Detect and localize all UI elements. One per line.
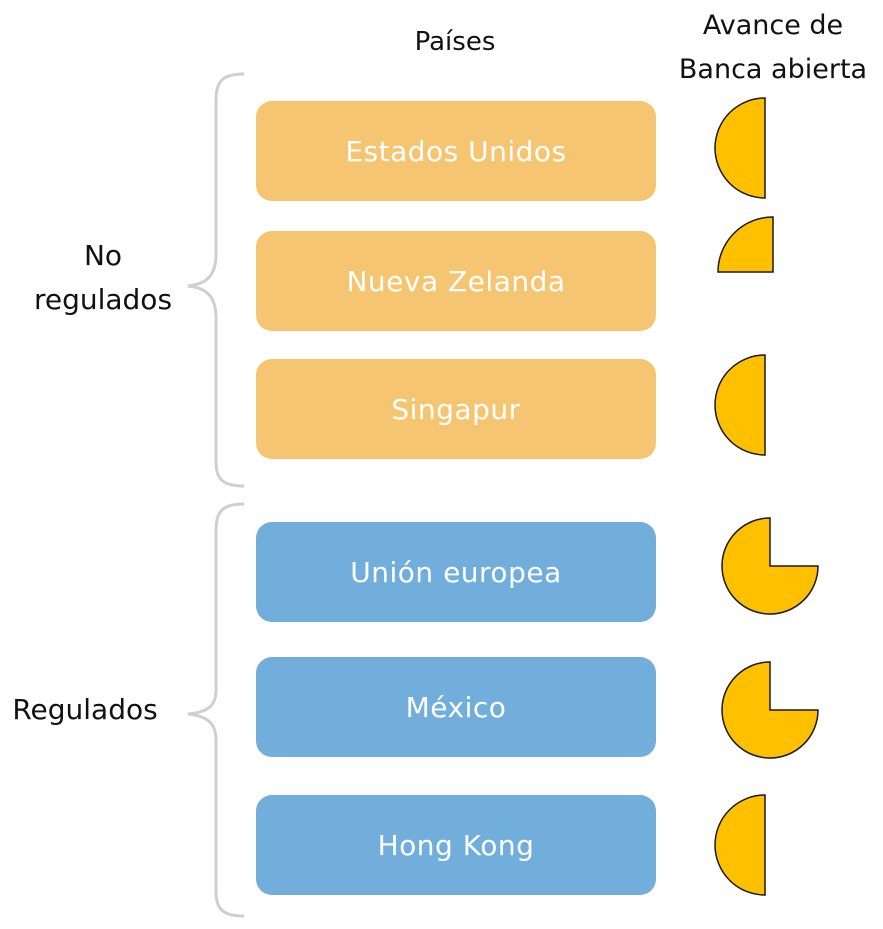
country-box: Estados Unidos (256, 101, 656, 201)
progress-pie-slice (714, 794, 766, 896)
country-name: Unión europea (350, 555, 562, 589)
no-regulados-label: No regulados (18, 234, 188, 322)
country-name: Singapur (391, 392, 521, 426)
progress-pie (714, 794, 766, 896)
progress-pie-slice (717, 216, 774, 273)
country-name: Hong Kong (377, 828, 535, 862)
country-box: México (256, 657, 656, 757)
progress-pie (714, 97, 766, 199)
country-box: Nueva Zelanda (256, 231, 656, 331)
no-regulados-label-line1: No (83, 239, 123, 272)
avance-header-line1: Avance de (702, 10, 844, 41)
regulados-brace (187, 502, 245, 918)
country-box: Hong Kong (256, 795, 656, 895)
progress-pie (721, 661, 819, 759)
progress-pie (714, 354, 766, 456)
country-name: Nueva Zelanda (346, 264, 566, 298)
no-regulados-brace (187, 72, 245, 488)
no-regulados-label-line2: regulados (33, 283, 173, 316)
avance-header-line2: Banca abierta (678, 54, 868, 85)
country-name: México (405, 690, 507, 724)
progress-pie (717, 216, 774, 273)
country-name: Estados Unidos (345, 134, 567, 168)
progress-pie-slice (714, 354, 766, 456)
progress-pie-slice (714, 97, 766, 199)
country-box: Singapur (256, 359, 656, 459)
regulados-label: Regulados (12, 693, 158, 726)
avance-header: Avance de Banca abierta (668, 4, 878, 92)
progress-pie-slice (721, 517, 819, 615)
progress-pie (721, 517, 819, 615)
country-box: Unión europea (256, 522, 656, 622)
paises-header: Países (414, 27, 496, 57)
progress-pie-slice (721, 661, 819, 759)
